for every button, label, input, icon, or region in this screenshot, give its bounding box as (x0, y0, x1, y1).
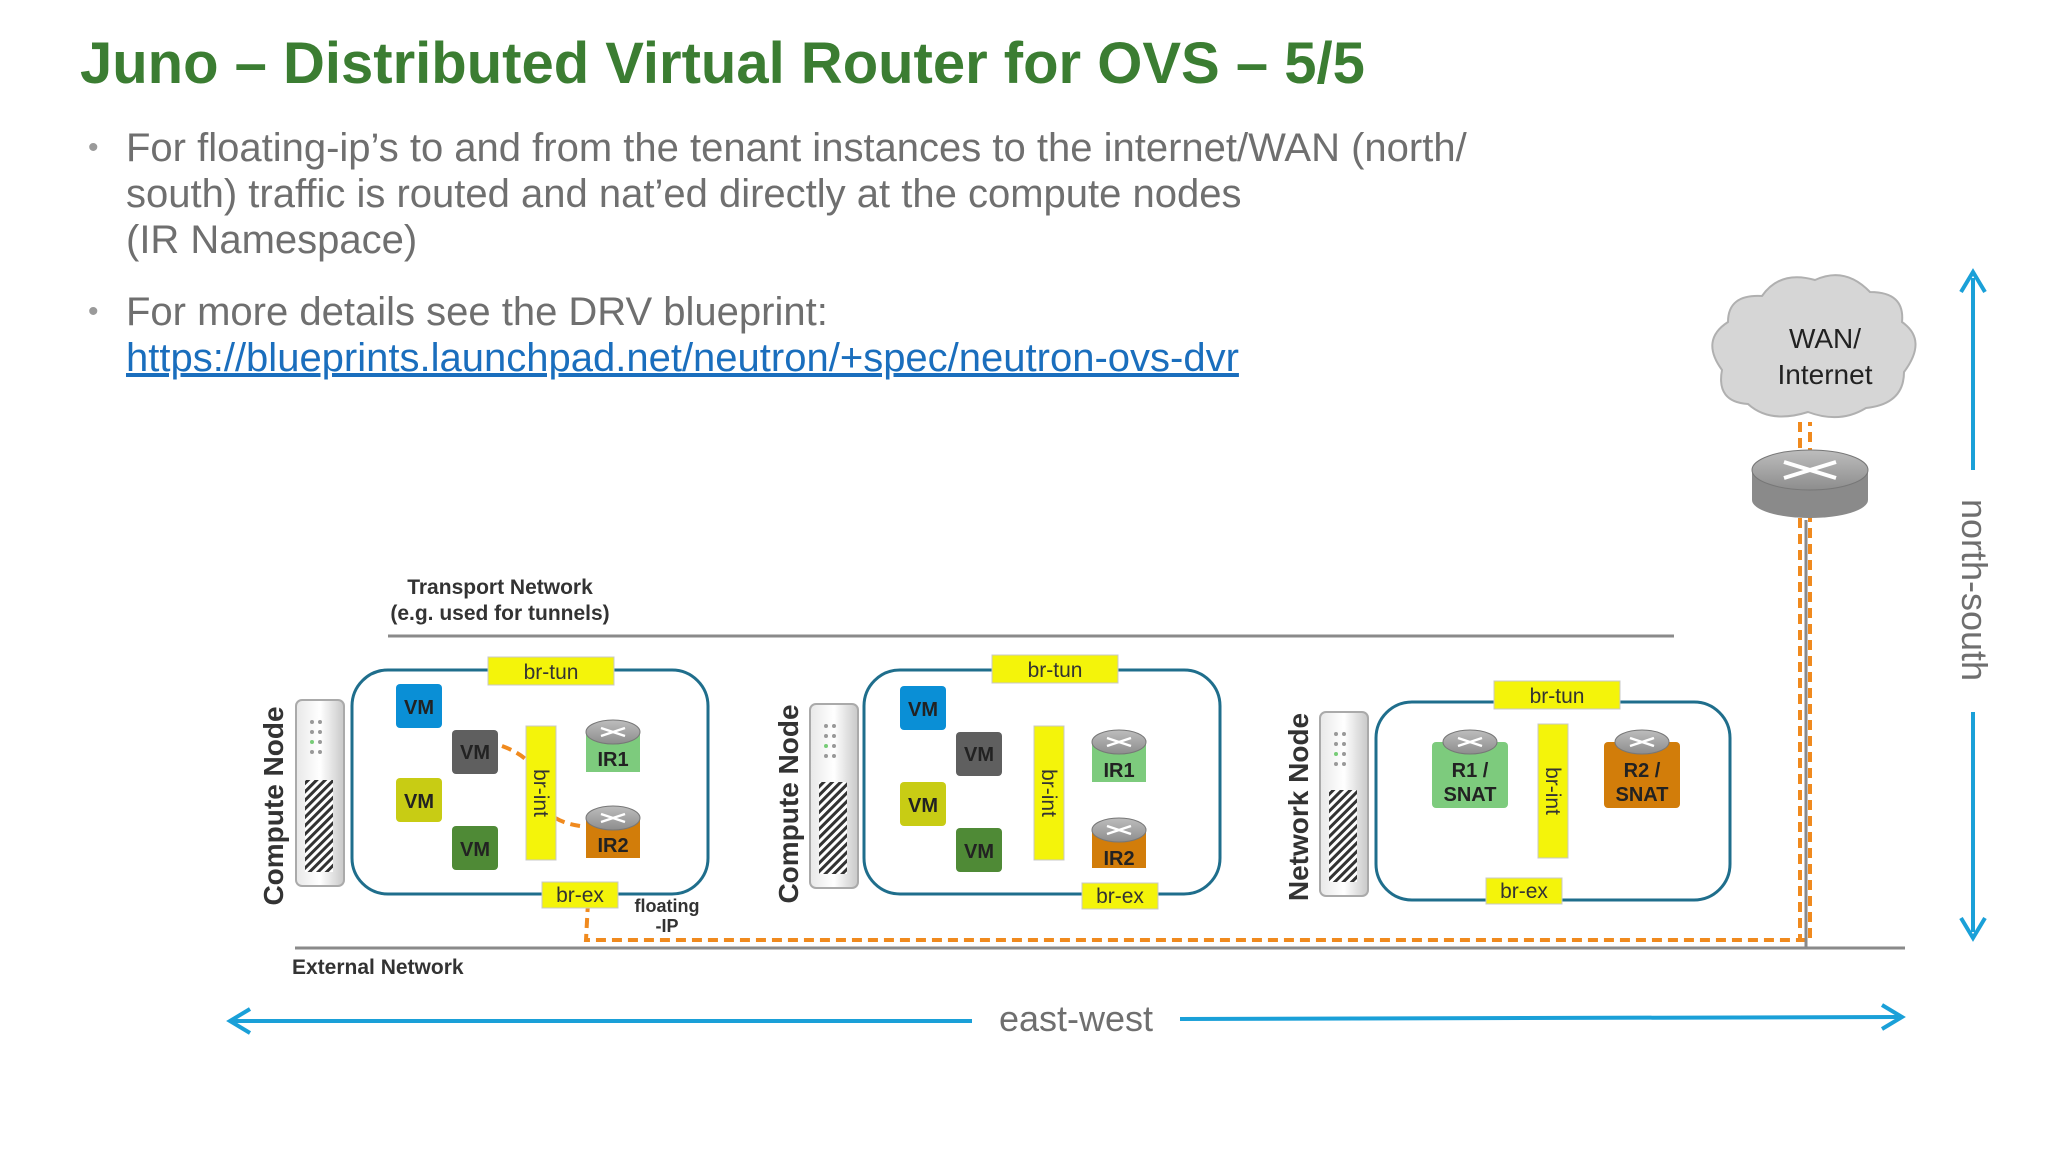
bullet-line: For floating-ip’s to and from the tenant… (126, 126, 1467, 170)
svg-text:br-ex: br-ex (556, 884, 604, 907)
bullet-floating-ip: • For floating-ip’s to and from the tena… (88, 125, 1588, 263)
svg-text:VM: VM (908, 795, 938, 817)
compute-node-1: Compute Node br-tun br-int br-ex VM VM V… (258, 656, 710, 909)
vm-box: VM (900, 686, 946, 730)
bullet-line: For more details see the DRV blueprint: (126, 290, 828, 334)
svg-text:R1 /: R1 / (1452, 760, 1489, 782)
br-int-bridge: br-int (525, 725, 557, 861)
east-west-label: east-west (999, 998, 1153, 1039)
svg-text:br-ex: br-ex (1500, 880, 1548, 903)
br-tun-bridge: br-tun (991, 654, 1119, 684)
wan-cloud: WAN/ Internet (1711, 274, 1917, 419)
bullet-blueprint: • For more details see the DRV blueprint… (88, 289, 1588, 381)
north-south-arrow: north-south (1954, 268, 1995, 942)
cloud-icon (1711, 274, 1917, 419)
br-ex-bridge: br-ex (1081, 882, 1159, 910)
br-ex-bridge: br-ex (541, 881, 619, 909)
blueprint-link[interactable]: https://blueprints.launchpad.net/neutron… (126, 336, 1239, 380)
server-icon (295, 699, 345, 887)
svg-text:VM: VM (460, 742, 490, 764)
bullet-line: south) traffic is routed and nat’ed dire… (126, 172, 1242, 216)
br-tun-bridge: br-tun (1493, 680, 1621, 710)
router-ir2: IR2 (585, 805, 641, 858)
floating-ip-route (583, 422, 1812, 942)
vm-box: VM (452, 730, 498, 774)
vm-box: VM (956, 828, 1002, 872)
svg-text:IR2: IR2 (597, 835, 628, 857)
east-west-arrow: east-west (226, 998, 1906, 1039)
svg-text:IR1: IR1 (1103, 760, 1134, 782)
external-network-label: External Network (292, 956, 464, 979)
bullet-dot: • (88, 131, 99, 164)
svg-text:SNAT: SNAT (1444, 784, 1497, 806)
node-label: Compute Node (258, 706, 289, 905)
floating-ip-label-1: floating (635, 896, 700, 916)
svg-text:VM: VM (964, 744, 994, 766)
br-tun-bridge: br-tun (487, 656, 615, 686)
svg-text:br-tun: br-tun (1530, 685, 1585, 708)
router-ir1: IR1 (1091, 729, 1147, 782)
svg-text:br-int: br-int (529, 769, 552, 817)
br-int-bridge: br-int (1033, 725, 1065, 861)
vm-to-ir2-path (501, 744, 581, 828)
bullet-list: • For floating-ip’s to and from the tena… (88, 125, 1588, 407)
router-ir1: IR1 (585, 719, 641, 772)
wan-label-2: Internet (1778, 359, 1873, 390)
network-node: Network Node br-tun br-int br-ex R1 / (1283, 680, 1732, 905)
svg-text:VM: VM (964, 841, 994, 863)
server-icon (809, 703, 859, 889)
transport-network-label-1: Transport Network (407, 576, 593, 599)
bullet-line: (IR Namespace) (126, 218, 418, 262)
svg-text:R2 /: R2 / (1624, 760, 1661, 782)
svg-text:br-int: br-int (1037, 769, 1060, 817)
external-network: External Network (292, 946, 1905, 979)
svg-text:IR1: IR1 (597, 749, 628, 771)
vm-box: VM (396, 684, 442, 728)
wan-label-1: WAN/ (1789, 323, 1861, 354)
transport-network: Transport Network (e.g. used for tunnels… (388, 576, 1674, 638)
router-r2-snat: R2 / SNAT (1604, 729, 1680, 808)
svg-text:br-int: br-int (1541, 767, 1564, 815)
vm-box: VM (452, 826, 498, 870)
vm-box: VM (396, 778, 442, 822)
svg-text:SNAT: SNAT (1616, 784, 1669, 806)
svg-text:VM: VM (460, 839, 490, 861)
bullet-dot: • (88, 295, 99, 328)
compute-node-2: Compute Node br-tun br-int br-ex VM VM V… (773, 654, 1222, 910)
page-title: Juno – Distributed Virtual Router for OV… (80, 31, 1365, 96)
svg-text:br-tun: br-tun (1028, 659, 1083, 682)
transport-network-label-2: (e.g. used for tunnels) (390, 602, 609, 625)
vm-box: VM (956, 732, 1002, 776)
server-icon (1319, 711, 1369, 897)
svg-text:VM: VM (404, 791, 434, 813)
br-int-bridge: br-int (1537, 723, 1569, 859)
router-ir2: IR2 (1091, 817, 1147, 870)
node-label: Network Node (1283, 713, 1314, 901)
floating-ip-label-2: -IP (655, 916, 678, 936)
svg-text:IR2: IR2 (1103, 848, 1134, 870)
svg-text:br-tun: br-tun (524, 661, 579, 684)
svg-text:VM: VM (908, 699, 938, 721)
vm-box: VM (900, 782, 946, 826)
node-label: Compute Node (773, 704, 804, 903)
edge-router-icon (1751, 449, 1869, 518)
north-south-label: north-south (1954, 499, 1995, 681)
router-r1-snat: R1 / SNAT (1432, 729, 1508, 808)
br-ex-bridge: br-ex (1485, 877, 1563, 905)
svg-text:br-ex: br-ex (1096, 885, 1144, 908)
svg-text:VM: VM (404, 697, 434, 719)
